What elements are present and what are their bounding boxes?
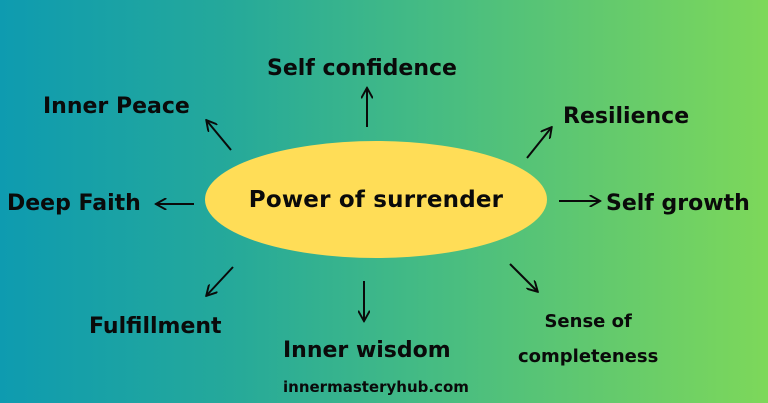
branch-inner-peace: Inner Peace bbox=[43, 94, 190, 119]
arrow-up-right-icon bbox=[526, 128, 551, 159]
arrow-down-right-icon bbox=[509, 263, 537, 291]
arrow-down-left-icon bbox=[207, 266, 234, 295]
branch-resilience: Resilience bbox=[563, 104, 690, 129]
branch-inner-wisdom: Inner wisdom bbox=[283, 338, 451, 363]
branch-sense-of-completeness: Sense of completeness bbox=[518, 304, 658, 374]
arrow-up-left-icon bbox=[207, 121, 232, 151]
central-topic: Power of surrender bbox=[248, 186, 504, 213]
branch-sense-of-completeness-line2: completeness bbox=[518, 346, 659, 367]
central-topic-ellipse: Power of surrender bbox=[205, 141, 547, 258]
branch-sense-of-completeness-line1: Sense of bbox=[544, 311, 632, 332]
branch-deep-faith: Deep Faith bbox=[7, 191, 141, 216]
branch-self-confidence: Self confidence bbox=[267, 56, 457, 81]
footer-website: innermasteryhub.com bbox=[283, 378, 469, 396]
branch-self-growth: Self growth bbox=[606, 191, 750, 216]
branch-fulfillment: Fulfillment bbox=[89, 314, 222, 339]
